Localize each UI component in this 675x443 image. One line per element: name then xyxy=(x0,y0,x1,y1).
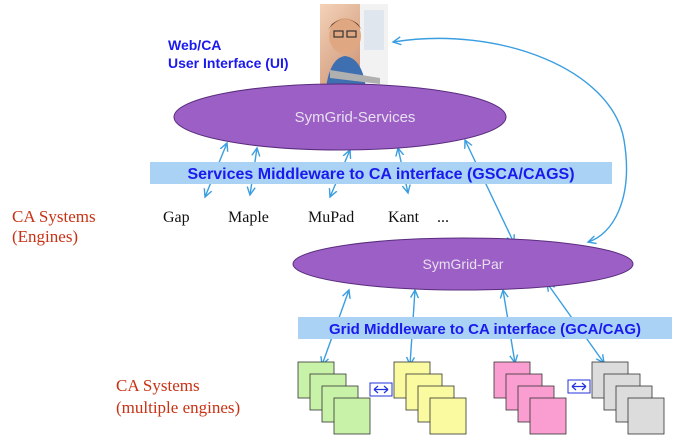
services-middleware-band: Services Middleware to CA interface (GSC… xyxy=(150,162,612,184)
user-photo xyxy=(320,4,388,88)
double-arrow-icon-1 xyxy=(369,382,393,397)
ui-label-line1: Web/CA xyxy=(168,37,221,53)
engine-kant: Kant xyxy=(388,209,420,226)
engine-more: ... xyxy=(437,209,449,226)
ui-label-line2: User Interface (UI) xyxy=(168,55,289,71)
engine-gap: Gap xyxy=(163,209,190,226)
symgrid-services-node: SymGrid-Services xyxy=(173,83,507,151)
symgrid-services-label: SymGrid-Services xyxy=(295,109,416,126)
ca-systems-engines-line1: CA Systems xyxy=(12,207,96,226)
engine-group-3 xyxy=(493,361,567,435)
engine-group-4 xyxy=(591,361,665,435)
ca-systems-multiple-line2: (multiple engines) xyxy=(116,398,240,417)
engine-group-1 xyxy=(297,361,371,435)
arrow-ui-par xyxy=(393,38,628,242)
engine-mupad: MuPad xyxy=(308,209,354,226)
grid-middleware-label: Grid Middleware to CA interface (GCA/CAG… xyxy=(329,321,641,338)
ca-systems-engines-line2: (Engines) xyxy=(12,227,78,246)
engine-group-2 xyxy=(393,361,467,435)
arrow-services-par xyxy=(465,140,514,243)
symgrid-par-label: SymGrid-Par xyxy=(423,256,504,272)
ca-systems-multiple-line1: CA Systems xyxy=(116,376,200,395)
services-middleware-label: Services Middleware to CA interface (GSC… xyxy=(187,166,574,183)
grid-middleware-band: Grid Middleware to CA interface (GCA/CAG… xyxy=(298,317,672,339)
engine-maple: Maple xyxy=(228,209,269,226)
double-arrow-icon-2 xyxy=(567,379,591,394)
symgrid-par-node: SymGrid-Par xyxy=(292,237,634,291)
